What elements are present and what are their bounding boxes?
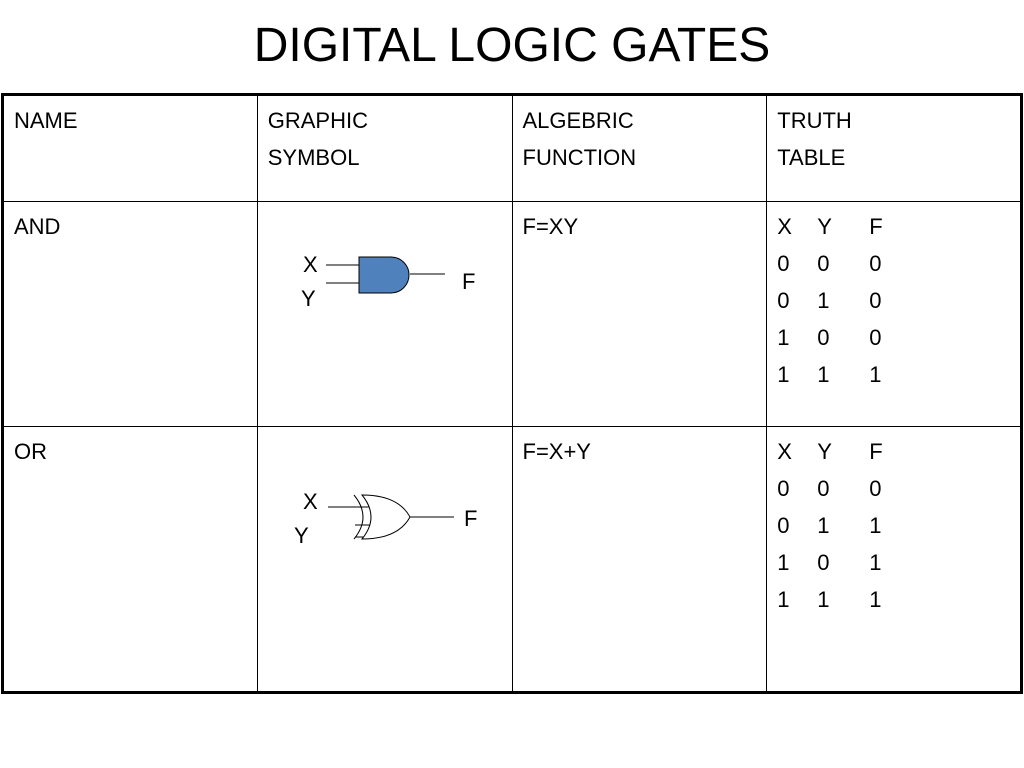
header-name-label: NAME bbox=[14, 108, 78, 133]
header-symbol: GRAPHIC SYMBOL bbox=[256, 94, 513, 202]
gate-function-and: F=XY bbox=[511, 201, 768, 427]
gate-name-or: OR bbox=[2, 426, 258, 693]
and-input-x-label: X bbox=[303, 252, 318, 277]
header-symbol-line2: SYMBOL bbox=[267, 145, 360, 170]
header-function-line1: ALGEBRIC bbox=[522, 108, 634, 133]
header-symbol-line1: GRAPHIC bbox=[267, 108, 368, 133]
header-name: NAME bbox=[2, 94, 258, 202]
table-header-row: NAME GRAPHIC SYMBOL ALGEBRIC FUNCTION TR… bbox=[2, 94, 1022, 202]
and-output-label: F bbox=[462, 269, 475, 294]
truth-header-row: X Y F bbox=[777, 214, 883, 239]
header-truth: TRUTH TABLE bbox=[766, 94, 1022, 202]
or-gate-back-curve bbox=[353, 494, 364, 540]
or-output-label: F bbox=[464, 506, 477, 531]
gate-symbol-and: X Y F bbox=[256, 201, 513, 427]
or-input-x-label: X bbox=[303, 489, 318, 514]
and-gate-icon: X Y F bbox=[301, 252, 475, 311]
header-truth-line1: TRUTH bbox=[777, 108, 852, 133]
logic-gates-table: NAME GRAPHIC SYMBOL ALGEBRIC FUNCTION TR… bbox=[1, 93, 1023, 694]
header-truth-line2: TABLE bbox=[777, 145, 846, 170]
or-gate-icon: X Y F bbox=[294, 489, 477, 548]
header-function-line2: FUNCTION bbox=[522, 145, 637, 170]
gate-function-or: F=X+Y bbox=[511, 426, 768, 693]
or-input-y-label: Y bbox=[294, 523, 309, 548]
and-gate-body bbox=[358, 256, 410, 294]
and-input-y-label: Y bbox=[301, 286, 316, 311]
gate-name-and: AND bbox=[2, 201, 258, 427]
or-gate-body bbox=[360, 494, 411, 540]
gate-symbol-or: X Y F bbox=[256, 426, 513, 693]
page-title: DIGITAL LOGIC GATES bbox=[253, 19, 771, 72]
header-function: ALGEBRIC FUNCTION bbox=[511, 94, 768, 202]
